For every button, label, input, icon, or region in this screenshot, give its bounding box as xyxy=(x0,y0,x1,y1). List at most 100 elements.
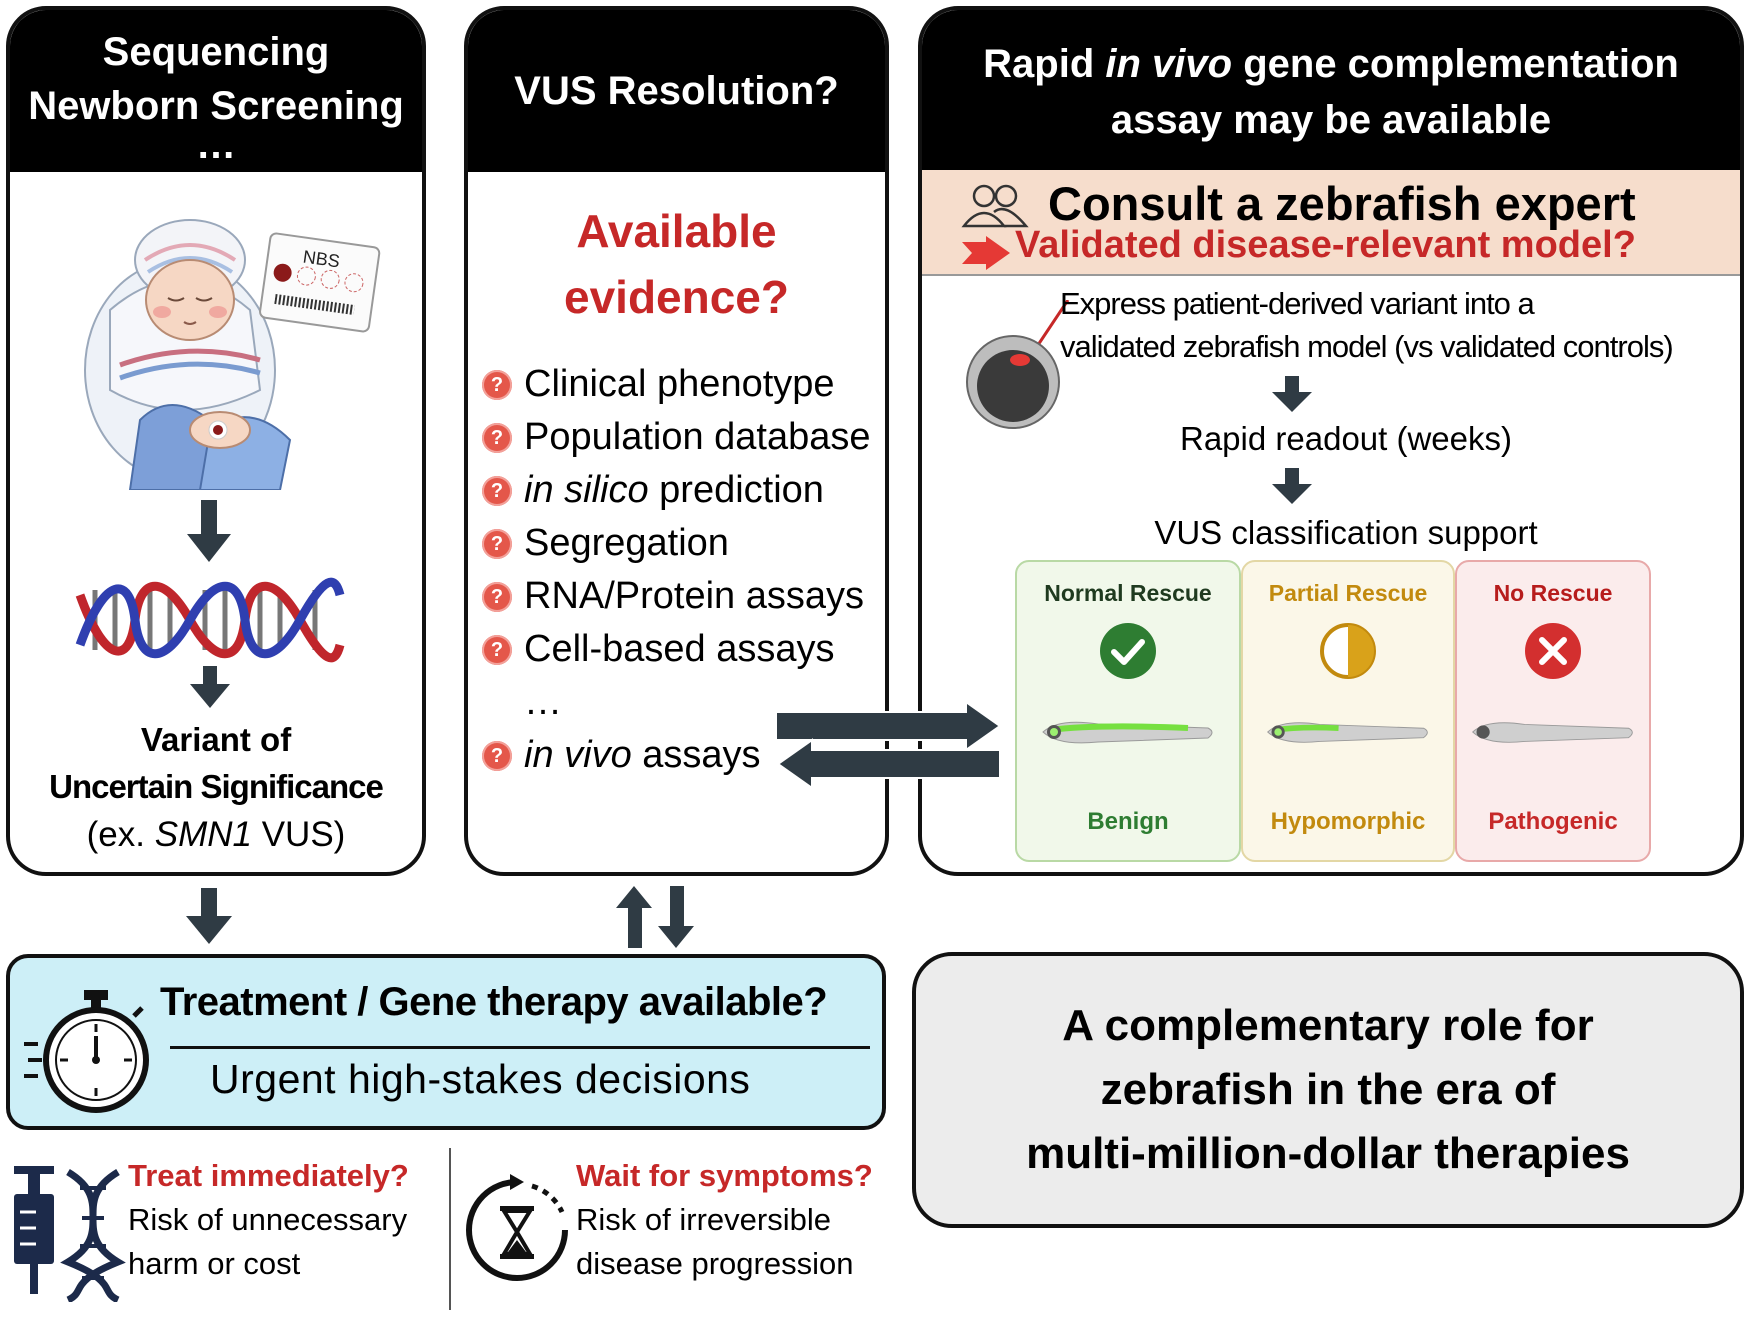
conclusion-line3: multi-million-dollar therapies xyxy=(1026,1129,1630,1178)
variant-gene: SMN1 xyxy=(154,815,252,854)
down-arrow-icon xyxy=(187,500,231,562)
question-icon: ? xyxy=(482,634,512,665)
variant-line3: (ex. SMN1 VUS) xyxy=(10,810,422,860)
consult-text: Consult a zebrafish expert xyxy=(1048,177,1636,230)
evidence-item: ? RNA/Protein assays xyxy=(482,570,885,623)
validated-text: Validated disease-relevant model? xyxy=(1015,224,1636,266)
panel2-title: VUS Resolution? xyxy=(514,68,839,113)
outcome-label: Benign xyxy=(1087,808,1169,835)
express-text: Express patient-derived variant into a v… xyxy=(1060,282,1674,368)
evidence-line2: evidence? xyxy=(564,271,789,323)
evidence-item-text: Clinical phenotype xyxy=(524,363,835,405)
evidence-item-text: RNA/Protein assays xyxy=(524,575,865,617)
bidirectional-arrows xyxy=(776,700,1002,790)
outcome-card-normal: Normal Rescue Benign xyxy=(1015,560,1241,862)
treatment-subtitle: Urgent high-stakes decisions xyxy=(210,1056,751,1102)
outcome-title: Partial Rescue xyxy=(1268,580,1428,606)
evidence-item-text: Cell-based assays xyxy=(524,628,835,670)
down-arrow-icon xyxy=(1272,468,1312,504)
evidence-line1: Available xyxy=(576,205,777,257)
treat-line2: harm or cost xyxy=(128,1246,301,1281)
panel3-title-line1: Rapid in vivo gene complementation xyxy=(983,36,1679,92)
panel3-header: Rapid in vivo gene complementation assay… xyxy=(922,10,1740,170)
evidence-list: ? Clinical phenotype ? Population database… xyxy=(482,358,885,782)
panel-newborn-screening: Sequencing Newborn Screening … NBS xyxy=(6,6,426,876)
down-arrow-icon xyxy=(190,666,230,708)
panel-zebrafish-assay: Rapid in vivo gene complementation assay… xyxy=(918,6,1744,876)
dna-icon xyxy=(75,577,345,663)
support-text: VUS classification support xyxy=(1154,514,1538,551)
question-icon: ? xyxy=(482,369,512,400)
outcome-card-partial: Partial Rescue Hypomorphic xyxy=(1241,560,1455,862)
conclusion-line2: zebrafish in the era of xyxy=(1100,1065,1556,1114)
down-arrow-icon xyxy=(186,888,232,944)
down-arrow-icon xyxy=(1272,376,1312,412)
evidence-item: ? Segregation xyxy=(482,517,885,570)
people-icon xyxy=(961,184,1029,228)
panel3-title-pre: Rapid xyxy=(983,42,1106,86)
outcome-label: Hypomorphic xyxy=(1270,808,1426,835)
treatment-divider xyxy=(170,1046,870,1049)
evidence-item: ? Clinical phenotype xyxy=(482,358,885,411)
evidence-item-text: Population database xyxy=(524,416,871,458)
variant-line2: Uncertain Significance xyxy=(49,768,384,805)
question-icon: ? xyxy=(482,422,512,453)
available-evidence: Available evidence? xyxy=(468,198,885,330)
options-divider xyxy=(449,1148,451,1310)
variant-line3-post: VUS) xyxy=(251,815,346,854)
variant-text: Variant of Uncertain Significance (ex. S… xyxy=(10,716,422,860)
question-icon: ? xyxy=(482,475,512,506)
panel3-title-italic: in vivo xyxy=(1105,42,1233,86)
zebrafish-larva-icon xyxy=(1472,722,1633,743)
evidence-item: ? in silico prediction xyxy=(482,464,885,517)
evidence-item: ? Cell-based assays xyxy=(482,623,885,676)
question-icon: ? xyxy=(482,528,512,559)
cross-icon xyxy=(1525,623,1581,679)
variant-line1: Variant of xyxy=(140,721,292,758)
variant-line3-pre: (ex. xyxy=(86,815,155,854)
evidence-item-text: Segregation xyxy=(524,522,729,564)
stopwatch-icon xyxy=(24,990,149,1113)
panel1-title-line3: … xyxy=(196,123,236,167)
treat-option: Treat immediately? Risk of unnecessary h… xyxy=(128,1154,409,1286)
zebrafish-larva-icon xyxy=(1042,721,1213,744)
half-circle-icon xyxy=(1320,623,1376,679)
check-icon xyxy=(1100,623,1156,679)
evidence-item-italic: in silico xyxy=(524,469,649,511)
panel1-header: Sequencing Newborn Screening … xyxy=(10,10,422,172)
express-line2: validated zebrafish model (vs validated … xyxy=(1060,329,1674,364)
outcome-cards: Normal Rescue Benign Partial Rescue xyxy=(1015,560,1651,862)
outcome-card-no-rescue: No Rescue Pathogenic xyxy=(1455,560,1651,862)
evidence-item: ? in vivo assays xyxy=(482,729,885,782)
panel2-header: VUS Resolution? xyxy=(468,10,885,172)
hourglass-cycle-icon xyxy=(466,1174,568,1281)
treatment-box: Treatment / Gene therapy available? Urge… xyxy=(6,954,886,1130)
question-icon: ? xyxy=(482,581,512,612)
wait-line2: disease progression xyxy=(576,1246,854,1281)
question-icon: ? xyxy=(482,740,512,771)
embryo-injection-illustration xyxy=(966,300,1070,429)
outcome-title: No Rescue xyxy=(1493,580,1613,606)
express-line1: Express patient-derived variant into a xyxy=(1060,286,1535,321)
readout-text: Rapid readout (weeks) xyxy=(1180,420,1512,457)
conclusion-line1: A complementary role for xyxy=(1062,1001,1594,1050)
outcome-title: Normal Rescue xyxy=(1044,580,1212,606)
zebrafish-larva-icon xyxy=(1267,722,1428,743)
evidence-ellipsis: … xyxy=(524,681,562,723)
evidence-item-italic: in vivo xyxy=(524,734,632,776)
red-arrow-icon xyxy=(962,236,1010,270)
outcome-label: Pathogenic xyxy=(1488,808,1618,835)
wait-line1: Risk of irreversible xyxy=(576,1202,831,1237)
evidence-item: ? Population database xyxy=(482,411,885,464)
syringe-dna-icon xyxy=(14,1166,126,1302)
treat-line1: Risk of unnecessary xyxy=(128,1202,408,1237)
treat-title: Treat immediately? xyxy=(128,1158,409,1193)
wait-title: Wait for symptoms? xyxy=(576,1158,873,1193)
evidence-item-text: prediction xyxy=(648,469,824,511)
wait-option: Wait for symptoms? Risk of irreversible … xyxy=(576,1154,873,1286)
evidence-item-text: assays xyxy=(631,734,761,776)
panel1-title-line1: Sequencing xyxy=(102,30,330,74)
consult-banner: Consult a zebrafish expert Validated dis… xyxy=(922,170,1740,276)
panel1-title-line2: Newborn Screening xyxy=(28,84,404,128)
panel3-title-line2: assay may be available xyxy=(1110,98,1552,142)
